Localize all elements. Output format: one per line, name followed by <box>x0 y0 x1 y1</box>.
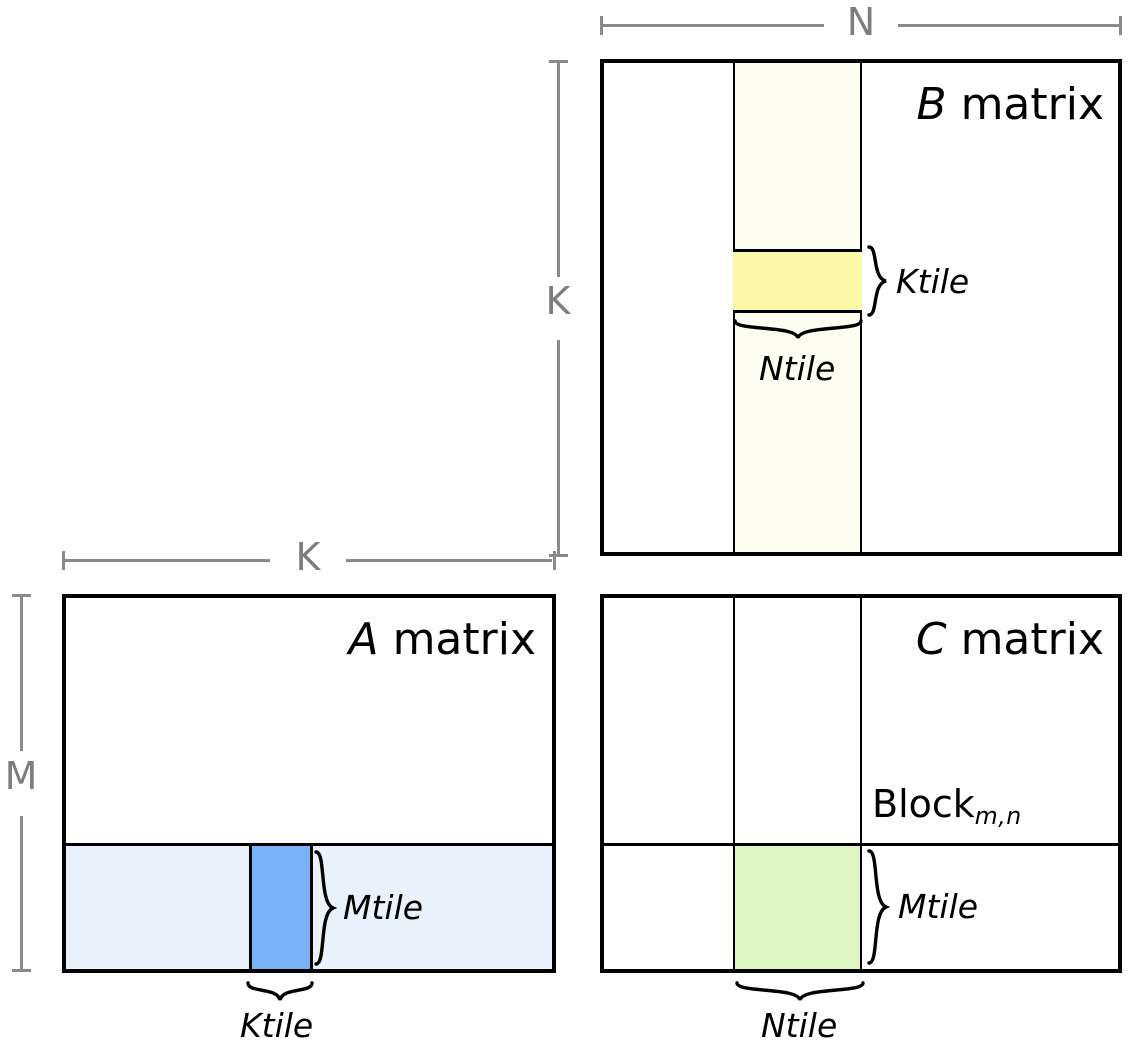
c-matrix-row-rule <box>604 843 1118 846</box>
dimension-bar-m: M <box>5 594 37 973</box>
dimension-tick-top <box>549 60 568 63</box>
dimension-segment-right <box>898 24 1120 27</box>
dimension-segment-top <box>20 596 23 751</box>
c-matrix: C matrix Blockm,n <box>600 594 1122 973</box>
brace-c-ntile <box>735 980 865 1006</box>
dimension-tick-right <box>553 551 556 570</box>
b-matrix-label-letter: B <box>916 79 947 130</box>
dimension-segment-bottom <box>557 340 560 555</box>
brace-label-c-ntile: Ntile <box>761 1006 838 1045</box>
brace-label-a-ktile: Ktile <box>240 1006 314 1045</box>
c-matrix-label: C matrix <box>916 618 1104 662</box>
brace-b-ktile <box>866 245 892 317</box>
dimension-tick-bottom <box>12 969 31 972</box>
dimension-tick-left <box>600 16 603 35</box>
b-matrix: B matrix <box>600 59 1122 556</box>
brace-a-mtile <box>313 850 339 966</box>
c-matrix-column-rule-left <box>733 598 735 969</box>
dimension-tick-right <box>1119 16 1122 35</box>
c-matrix-tile <box>733 846 862 969</box>
dimension-bar-k-vertical: K <box>545 60 571 557</box>
dimension-segment-top <box>557 62 560 277</box>
brace-c-mtile <box>866 849 892 965</box>
c-matrix-label-word: matrix <box>946 614 1104 665</box>
dimension-label-k-vertical: K <box>545 279 571 323</box>
a-matrix-label-word: matrix <box>378 614 536 665</box>
a-matrix: A matrix <box>62 594 556 973</box>
dimension-bar-k-horizontal: K <box>62 538 556 576</box>
dimension-segment-left <box>64 559 270 562</box>
brace-b-ntile <box>733 318 863 344</box>
c-matrix-tile-rule-right <box>860 846 862 969</box>
c-matrix-label-letter: C <box>915 614 947 665</box>
brace-a-ktile <box>246 980 314 1006</box>
a-matrix-tile <box>249 843 313 969</box>
dimension-tick-top <box>12 594 31 597</box>
c-matrix-block-text: Block <box>872 782 975 827</box>
a-matrix-label: A matrix <box>348 618 536 662</box>
b-matrix-tile <box>733 249 862 313</box>
dimension-tick-left <box>62 551 65 570</box>
brace-label-c-mtile: Mtile <box>898 887 979 926</box>
brace-label-a-mtile: Mtile <box>343 888 424 927</box>
dimension-segment-right <box>346 559 552 562</box>
dimension-label-k-horizontal: K <box>295 535 321 579</box>
c-matrix-tile-rule-left <box>733 846 735 969</box>
b-matrix-label: B matrix <box>916 83 1104 127</box>
c-matrix-block-label: Blockm,n <box>872 785 1022 829</box>
dimension-label-m: M <box>4 754 38 798</box>
dimension-segment-left <box>602 24 824 27</box>
b-matrix-label-word: matrix <box>946 79 1104 130</box>
brace-label-b-ktile: Ktile <box>896 262 970 301</box>
c-matrix-column-rule-right <box>860 598 862 969</box>
dimension-tick-bottom <box>549 554 568 557</box>
c-matrix-block-subscript: m,n <box>974 802 1022 831</box>
dimension-segment-bottom <box>20 816 23 970</box>
a-matrix-label-letter: A <box>348 614 379 665</box>
brace-label-b-ntile: Ntile <box>759 349 836 388</box>
dimension-bar-n: N <box>600 3 1122 41</box>
dimension-label-n: N <box>846 0 876 44</box>
